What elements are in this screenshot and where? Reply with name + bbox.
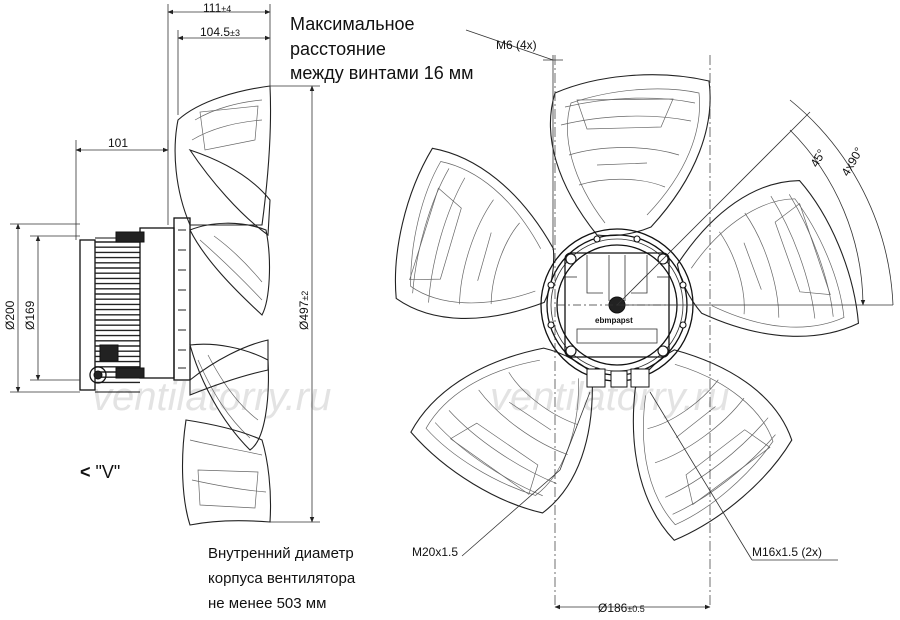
hub-logo: ebmpapst [595,316,633,325]
dim-111: 111±4 [203,1,231,15]
svg-text:не менее 503 мм: не менее 503 мм [208,595,326,612]
dim-diameter-497: Ø497±2 [297,291,311,330]
screw-distance-note: Максимальное расстояние между винтами 16… [290,14,474,83]
thread-m6: M6 (4x) [496,38,537,52]
view-v-label: < "V" [80,462,120,482]
svg-text:корпуса вентилятора: корпуса вентилятора [208,570,356,587]
angle-4x90: 4x90° [838,145,866,179]
dim-101: 101 [108,136,128,150]
side-view: 111±4 104.5±3 101 Ø200 Ø169 Ø497±2 < "V" [3,1,320,526]
dim-104-5: 104.5±3 [200,25,240,39]
watermark-right: ventilatorry.ru [490,375,729,419]
svg-text:Внутренний диаметр: Внутренний диаметр [208,545,354,562]
thread-m20: M20x1.5 [412,545,458,559]
front-view: ebmpapst [376,55,866,605]
svg-text:между винтами 16 мм: между винтами 16 мм [290,63,474,83]
svg-text:расстояние: расстояние [290,39,386,59]
dim-diameter-186: Ø186±0.5 [598,601,645,615]
housing-diameter-note: Внутренний диаметр корпуса вентилятора н… [208,545,356,612]
front-dimensions: 45° 4x90° M6 (4x) M20x1.5 M16x1.5 (2x) Ø… [412,29,894,615]
angle-45: 45° [807,147,828,170]
dim-diameter-169: Ø169 [23,300,37,330]
dim-diameter-200: Ø200 [3,300,17,330]
thread-m16: M16x1.5 (2x) [752,545,822,559]
svg-text:Максимальное: Максимальное [290,14,415,34]
